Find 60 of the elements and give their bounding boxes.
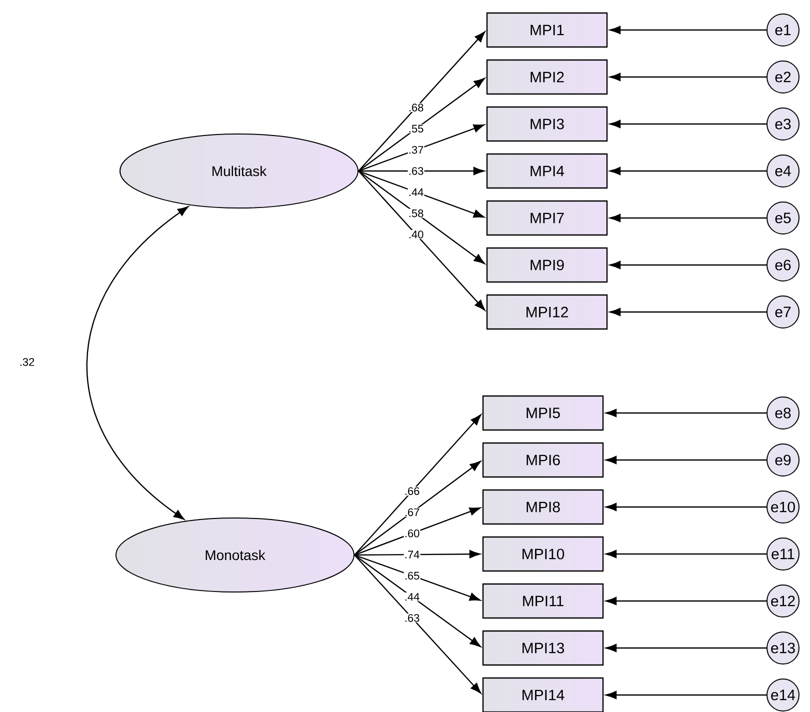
- path-arrow: [358, 78, 485, 172]
- edge-label: .67: [404, 508, 420, 517]
- variable-box: MPI7: [486, 200, 608, 236]
- path-arrow: [606, 456, 766, 464]
- edge-label: .37: [408, 145, 424, 154]
- path-arrow: [606, 502, 766, 512]
- variable-box: MPI6: [482, 442, 604, 478]
- path-arrow: [354, 414, 482, 556]
- variable-box: MPI10: [482, 536, 604, 572]
- edge-label: .63: [404, 614, 420, 622]
- path-arrow: [354, 554, 480, 601]
- path-arrow: [358, 31, 486, 172]
- path-arrow: [354, 554, 481, 648]
- variable-box: MPI14: [482, 677, 604, 712]
- path-arrow: [358, 170, 485, 264]
- path-arrow: [358, 170, 486, 311]
- variable-box: MPI8: [482, 489, 604, 525]
- variable-box: MPI2: [486, 59, 608, 95]
- variable-box: MPI13: [482, 630, 604, 666]
- edge-label: .44: [404, 592, 420, 602]
- edge-label: .32: [18, 358, 36, 366]
- path-arrow: [610, 260, 766, 270]
- variable-box: MPI9: [486, 247, 608, 283]
- edge-label: .55: [408, 124, 424, 134]
- path-arrow: [606, 408, 766, 418]
- edge-label: .44: [408, 188, 424, 197]
- variable-box: MPI11: [482, 583, 604, 619]
- edge-label: .40: [408, 230, 424, 239]
- path-arrow: [610, 308, 766, 316]
- path-arrow: [354, 507, 481, 556]
- variable-box: MPI4: [486, 153, 608, 189]
- path-arrow: [606, 644, 766, 652]
- path-arrow: [358, 124, 484, 172]
- path-arrow: [358, 166, 484, 176]
- covariance-arrow: [86, 206, 189, 520]
- path-arrow: [610, 166, 766, 176]
- edge-label: .60: [404, 528, 420, 538]
- path-arrow: [610, 26, 766, 34]
- ellipse-node: Multitask: [120, 134, 358, 208]
- path-arrow: [610, 214, 766, 222]
- edge-label: .65: [404, 571, 420, 580]
- variable-box: MPI5: [482, 395, 604, 431]
- path-arrow: [354, 461, 481, 556]
- path-arrow: [610, 72, 766, 82]
- path-arrow: [354, 550, 480, 558]
- path-arrow: [358, 170, 484, 218]
- variable-box: MPI12: [486, 294, 608, 330]
- edge-label: .74: [404, 550, 420, 559]
- path-arrow: [610, 120, 766, 128]
- ellipse-node: Monotask: [116, 518, 354, 592]
- variable-box: MPI1: [486, 12, 608, 48]
- edge-label: .66: [404, 486, 420, 496]
- path-arrow: [606, 596, 766, 606]
- path-arrow: [606, 690, 766, 700]
- edge-label: .68: [408, 103, 424, 112]
- path-arrow: [606, 550, 766, 558]
- edge-label: .63: [408, 166, 424, 176]
- path-arrow: [354, 554, 482, 694]
- edge-label: .58: [408, 208, 424, 218]
- variable-box: MPI3: [486, 106, 608, 142]
